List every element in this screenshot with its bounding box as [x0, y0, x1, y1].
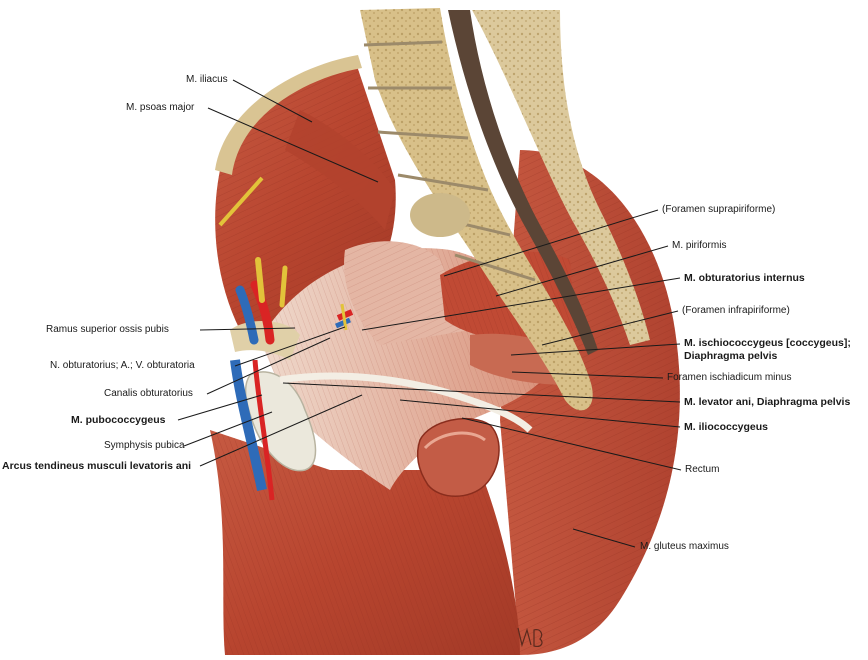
label-levator-ani: M. levator ani, Diaphragma pelvis: [684, 396, 851, 408]
psoas-major-shape: [285, 110, 395, 230]
arcus-tendineus-shape: [279, 372, 533, 433]
iliac-crest-shape: [215, 55, 362, 175]
label-diaphragma-pelvis: Diaphragma pelvis: [684, 350, 778, 362]
label-rectum: Rectum: [685, 464, 720, 475]
label-nervus-obturatorius: N. obturatorius; A.; V. obturatoria: [50, 360, 195, 371]
label-ramus-superior: Ramus superior ossis pubis: [46, 324, 169, 335]
rectum-shape: [416, 417, 500, 497]
vertebral-discs: [363, 40, 536, 282]
label-iliacus: M. iliacus: [186, 74, 228, 85]
label-canalis-obturatorius: Canalis obturatorius: [104, 388, 193, 399]
artist-signature-mark: [517, 627, 543, 648]
label-foramen-ischiadicum-minus: Foramen ischiadicum minus: [667, 372, 792, 383]
label-symphysis-pubica: Symphysis pubica: [104, 440, 185, 451]
label-iliococcygeus: M. iliococcygeus: [684, 421, 769, 433]
spinal-canal-shape: [448, 10, 598, 355]
vessels-group: [218, 176, 354, 501]
label-ischiococcygeus: M. ischiococcygeus [coccygeus];: [684, 337, 851, 349]
label-piriformis: M. piriformis: [672, 240, 727, 251]
leader-lines: [177, 79, 682, 548]
label-arcus-tendineus: Arcus tendineus musculi levatoris ani: [2, 460, 192, 472]
label-foramen-suprapiriforme: (Foramen suprapiriforme): [662, 204, 776, 215]
label-psoas-major: M. psoas major: [126, 102, 195, 113]
label-foramen-infrapiriforme: (Foramen infrapiriforme): [682, 305, 790, 316]
label-pubococcygeus: M. pubococcygeus: [71, 414, 166, 426]
label-obturatorius-internus: M. obturatorius internus: [684, 272, 805, 284]
sacral-promontory-shape: [410, 193, 470, 237]
label-gluteus-maximus: M. gluteus maximus: [640, 541, 729, 552]
